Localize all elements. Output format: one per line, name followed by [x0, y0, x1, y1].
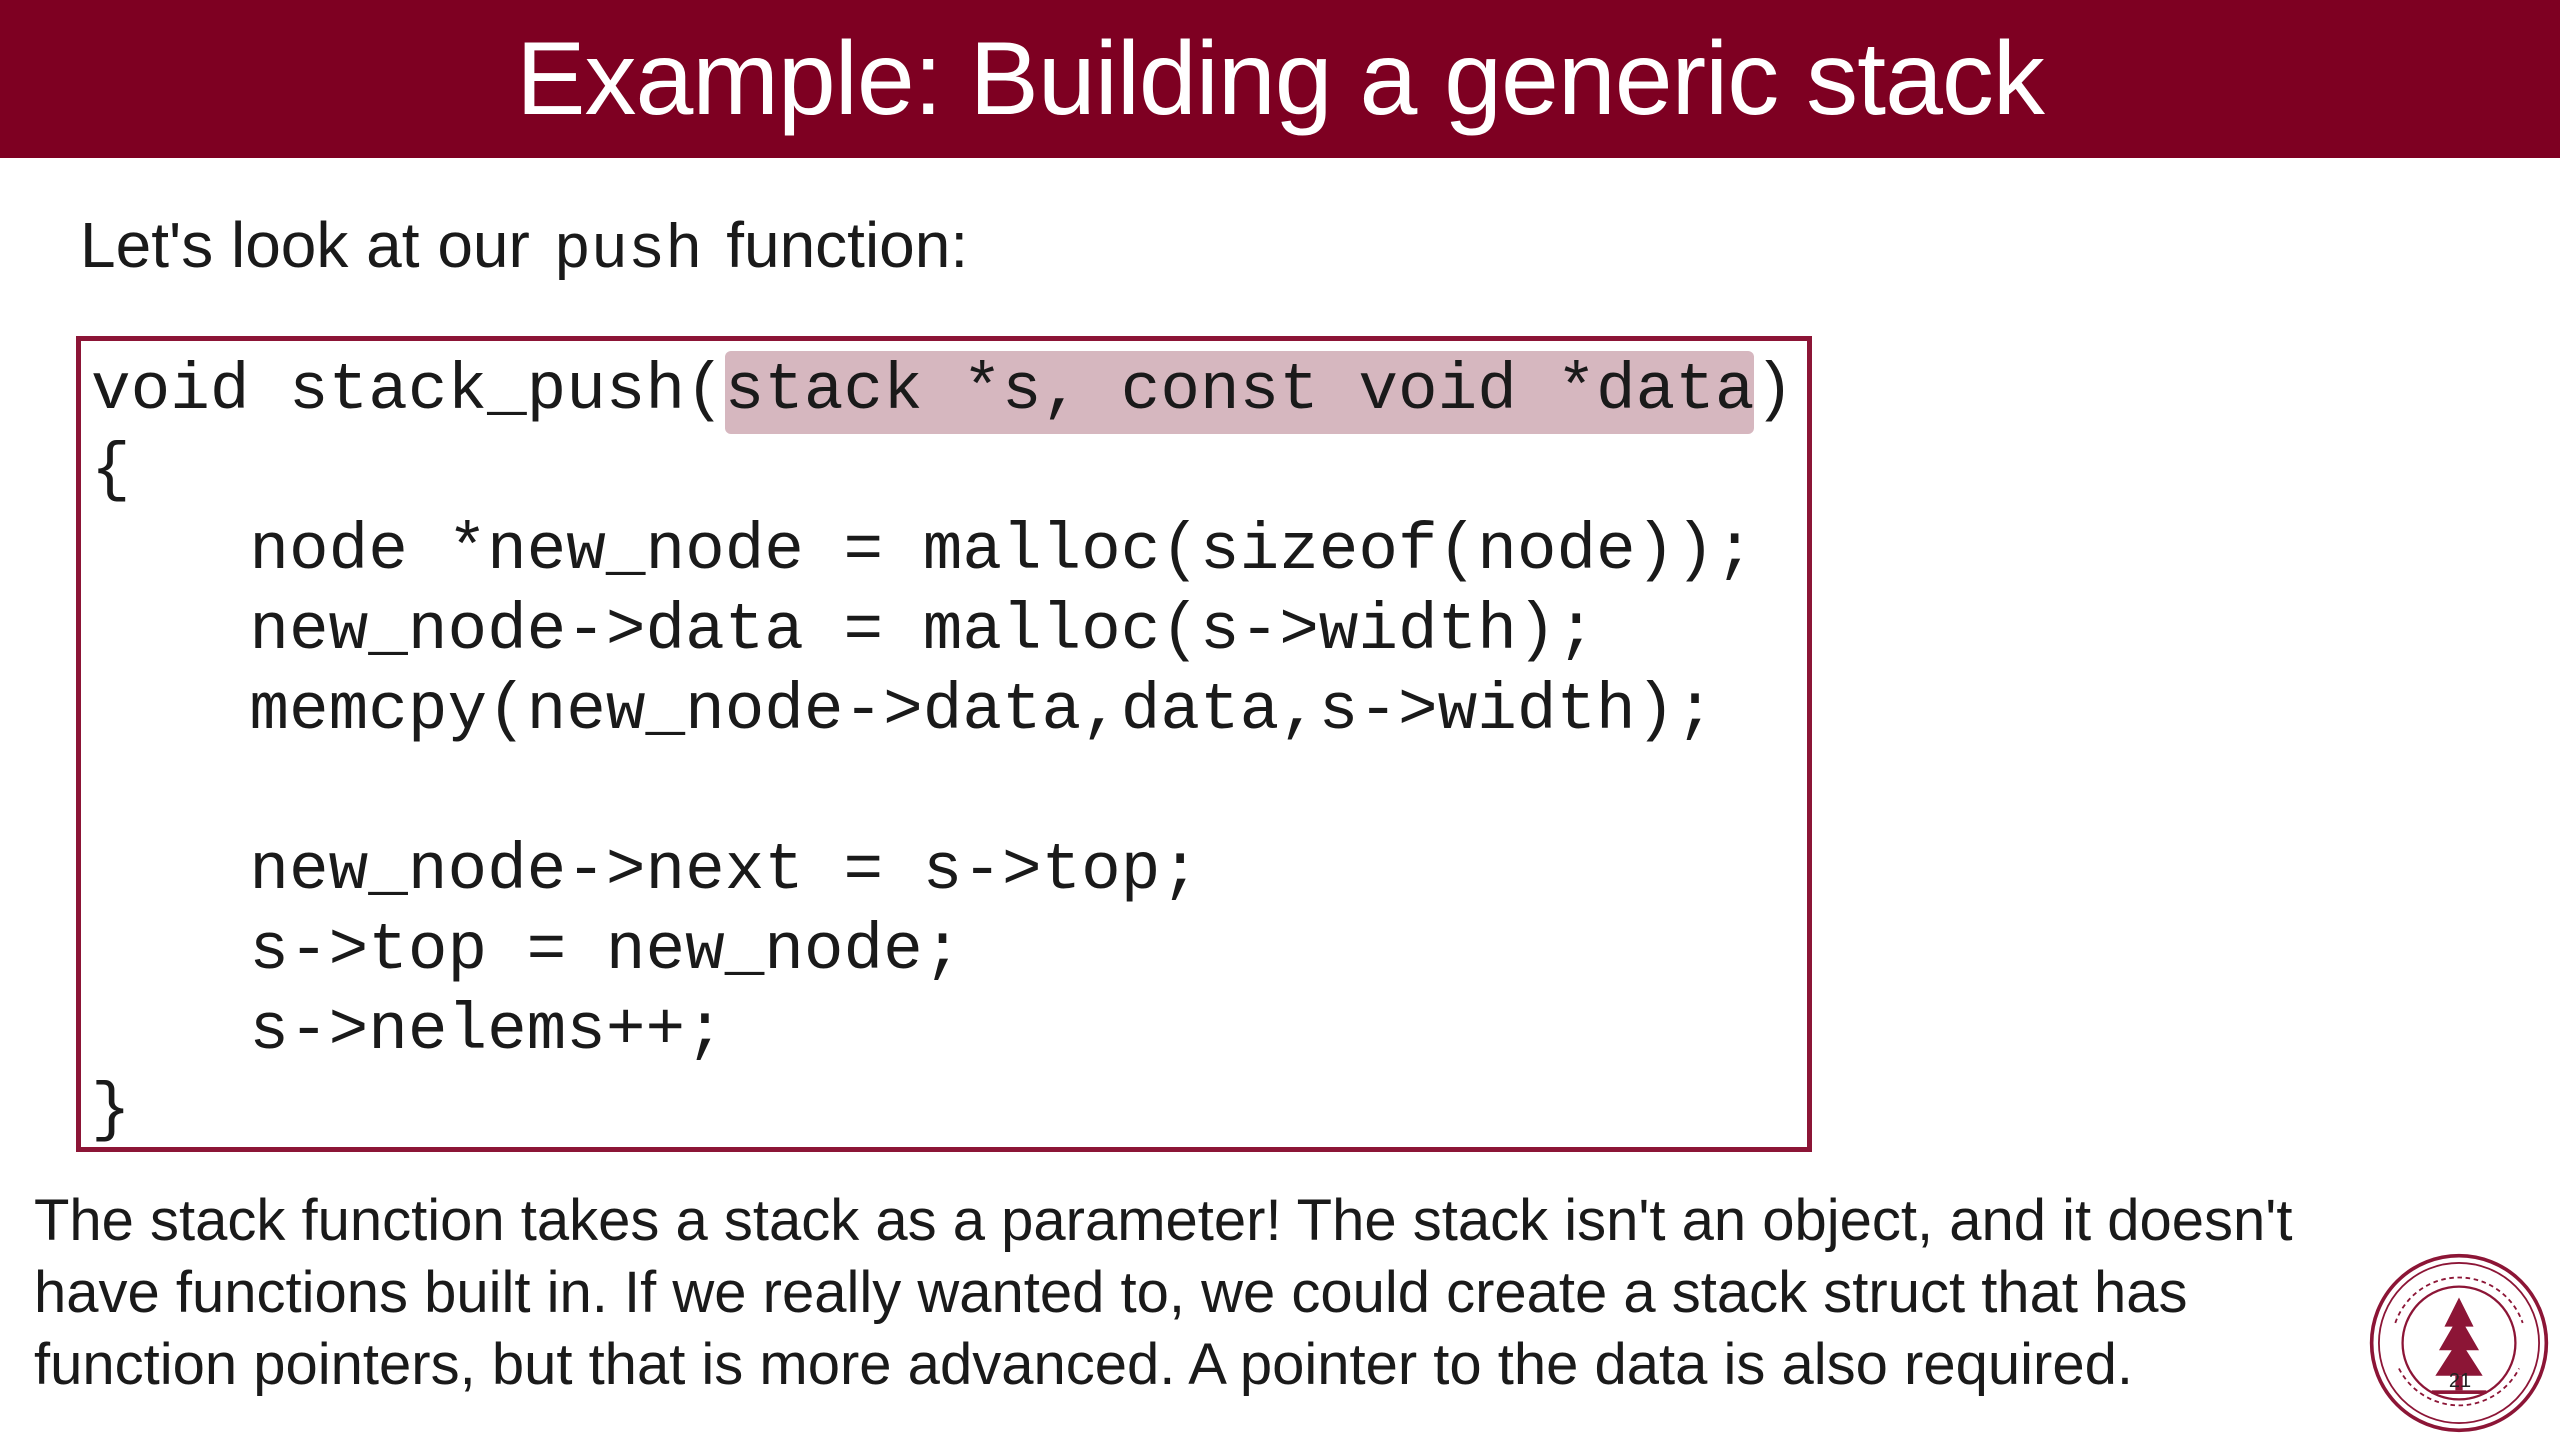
slide-title: Example: Building a generic stack	[516, 21, 2045, 137]
title-bar	[0, 0, 2560, 158]
page-number: 21	[2448, 1370, 2472, 1392]
code-line-4: new_node->data = malloc(s->width);	[91, 593, 1597, 668]
code-line-9: s->nelems++;	[91, 993, 725, 1068]
code-line-8: s->top = new_node;	[91, 913, 963, 988]
code-box: void stack_push(stack *s, const void *da…	[76, 336, 1812, 1152]
code-block: void stack_push(stack *s, const void *da…	[91, 351, 1794, 1151]
code-line-7: new_node->next = s->top;	[91, 833, 1200, 908]
intro-text: Let's look at our push function:	[80, 205, 968, 291]
highlighted-parameters: stack *s, const void *data	[724, 351, 1755, 434]
intro-after: function:	[726, 209, 969, 281]
code-line-2: {	[91, 433, 131, 508]
intro-code: push	[553, 215, 703, 286]
university-seal-icon	[2369, 1253, 2549, 1433]
explanation-text: The stack function takes a stack as a pa…	[34, 1188, 2293, 1397]
code-line-10: }	[91, 1073, 131, 1148]
code-line-3: node *new_node = malloc(sizeof(node));	[91, 513, 1755, 588]
code-line-1: void stack_push(stack *s, const void *da…	[91, 351, 1794, 434]
intro-before: Let's look at our	[80, 209, 530, 281]
code-line-5: memcpy(new_node->data,data,s->width);	[91, 673, 1715, 748]
